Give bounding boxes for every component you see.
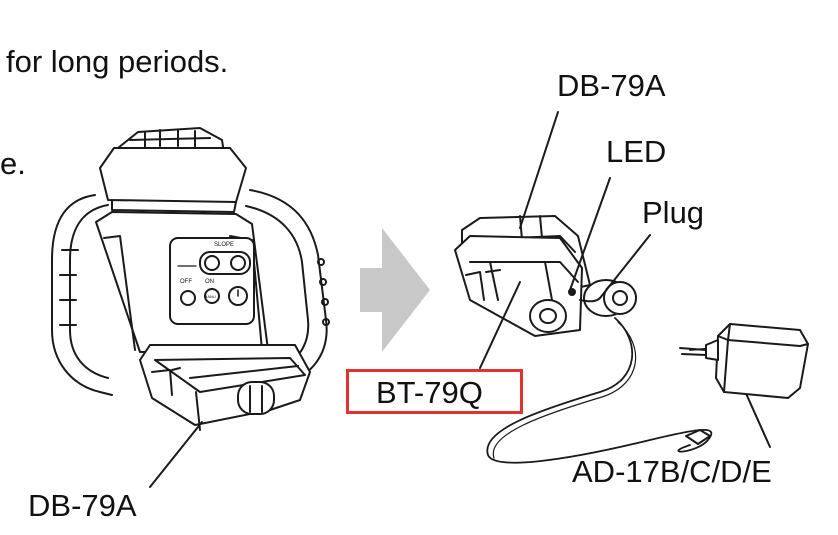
panel-off-label: OFF [180, 279, 192, 285]
panel-manu-label: MANU [204, 294, 216, 299]
leader-plug [599, 234, 651, 299]
panel-slope-label: SLOPE [214, 242, 235, 248]
battery-charger-assembly [454, 215, 637, 337]
label-db79a-instrument: DB-79A [28, 488, 137, 523]
laser-instrument [51, 127, 330, 431]
body-text-fragment-2: e. [0, 146, 26, 181]
panel-on-label: ON [205, 279, 214, 285]
label-bt79q: BT-79Q [376, 375, 483, 410]
ac-adapter [679, 323, 809, 399]
bt79q-highlight-box [346, 369, 523, 414]
label-led: LED [606, 134, 667, 169]
label-db79a-charger: DB-79A [557, 68, 666, 103]
body-text-fragment-1: for long periods. [6, 44, 229, 79]
label-adapter: AD-17B/C/D/E [572, 454, 772, 489]
leader-db79a-instrument [149, 421, 203, 488]
grey-right-arrow-icon [360, 228, 430, 352]
leader-led [569, 177, 611, 291]
leader-db79a-charger [519, 111, 559, 229]
leader-bt79q [479, 281, 521, 369]
label-plug: Plug [642, 195, 705, 230]
adapter-cord [486, 317, 713, 464]
